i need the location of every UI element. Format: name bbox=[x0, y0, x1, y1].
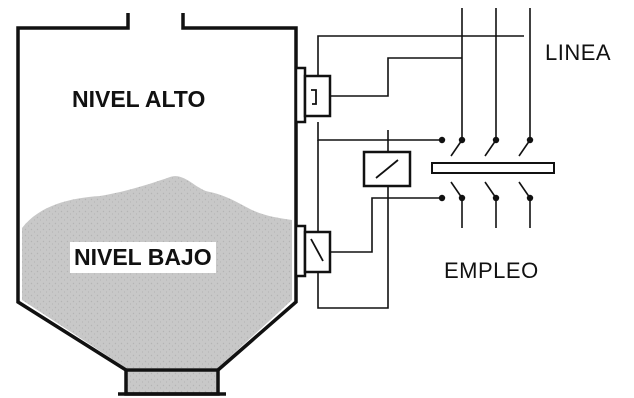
silo-outline bbox=[16, 13, 298, 372]
high-level-sensor bbox=[294, 66, 332, 124]
control-wiring bbox=[317, 35, 524, 309]
relay-coil bbox=[362, 150, 412, 188]
power-line bbox=[461, 8, 531, 140]
contactor bbox=[431, 136, 555, 202]
usage-label: EMPLEO bbox=[444, 258, 539, 283]
line-label: LINEA bbox=[545, 40, 612, 65]
low-level-label: NIVEL BAJO bbox=[70, 242, 216, 273]
low-level-sensor bbox=[294, 224, 332, 278]
silo-outlet bbox=[118, 368, 226, 396]
load-connection bbox=[461, 198, 531, 228]
high-level-label: NIVEL ALTO bbox=[72, 86, 206, 112]
